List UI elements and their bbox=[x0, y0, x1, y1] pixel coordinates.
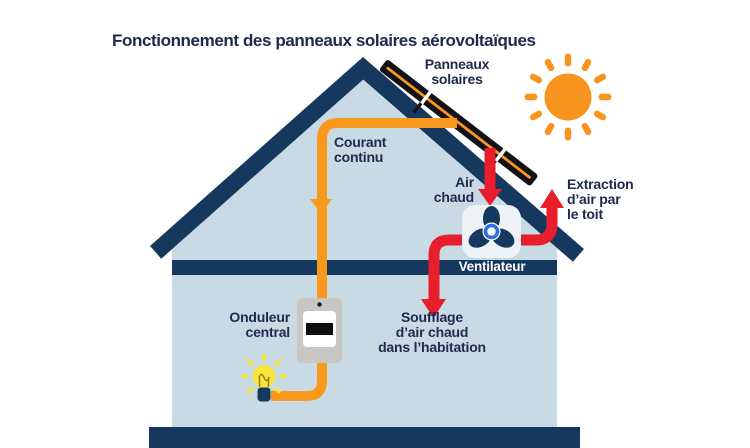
label-inverter: Onduleur central bbox=[229, 309, 290, 340]
panel-gap bbox=[494, 147, 507, 162]
house-wall bbox=[172, 246, 557, 427]
label-solar-panels: Panneaux solaires bbox=[424, 56, 490, 87]
roof-left bbox=[150, 57, 375, 259]
sun-icon bbox=[524, 53, 612, 141]
blowing-pipe bbox=[428, 234, 464, 300]
inverter-icon bbox=[297, 298, 342, 363]
hot-air-arrowhead bbox=[478, 189, 502, 206]
extraction-arrowhead bbox=[540, 189, 564, 208]
fan-icon bbox=[462, 205, 521, 258]
page-title: Fonctionnement des panneaux solaires aér… bbox=[112, 31, 536, 50]
roof-right bbox=[351, 57, 584, 262]
ceiling-band bbox=[172, 260, 557, 275]
label-fan: Ventilateur bbox=[458, 259, 526, 274]
panel-gap bbox=[420, 90, 432, 105]
house-gable bbox=[172, 80, 557, 249]
label-hot-air: Air chaud bbox=[433, 174, 474, 205]
extraction-pipe bbox=[521, 207, 558, 246]
label-hot-air-blowing: Soufflage d’air chaud dans l’habitation bbox=[378, 309, 486, 355]
arrow-red-icon bbox=[421, 148, 564, 318]
dc-pipe bbox=[271, 118, 457, 401]
arrow-down-orange-icon bbox=[271, 118, 457, 401]
lightbulb-icon bbox=[241, 353, 287, 402]
panel-leg bbox=[412, 100, 424, 114]
house-icon bbox=[149, 57, 584, 448]
blowing-arrowhead bbox=[421, 299, 446, 318]
ground-band bbox=[149, 427, 580, 448]
dc-arrowhead bbox=[310, 199, 332, 214]
label-roof-extraction: Extraction d’air par le toit bbox=[567, 176, 634, 222]
label-dc-current: Courant continu bbox=[334, 134, 387, 165]
